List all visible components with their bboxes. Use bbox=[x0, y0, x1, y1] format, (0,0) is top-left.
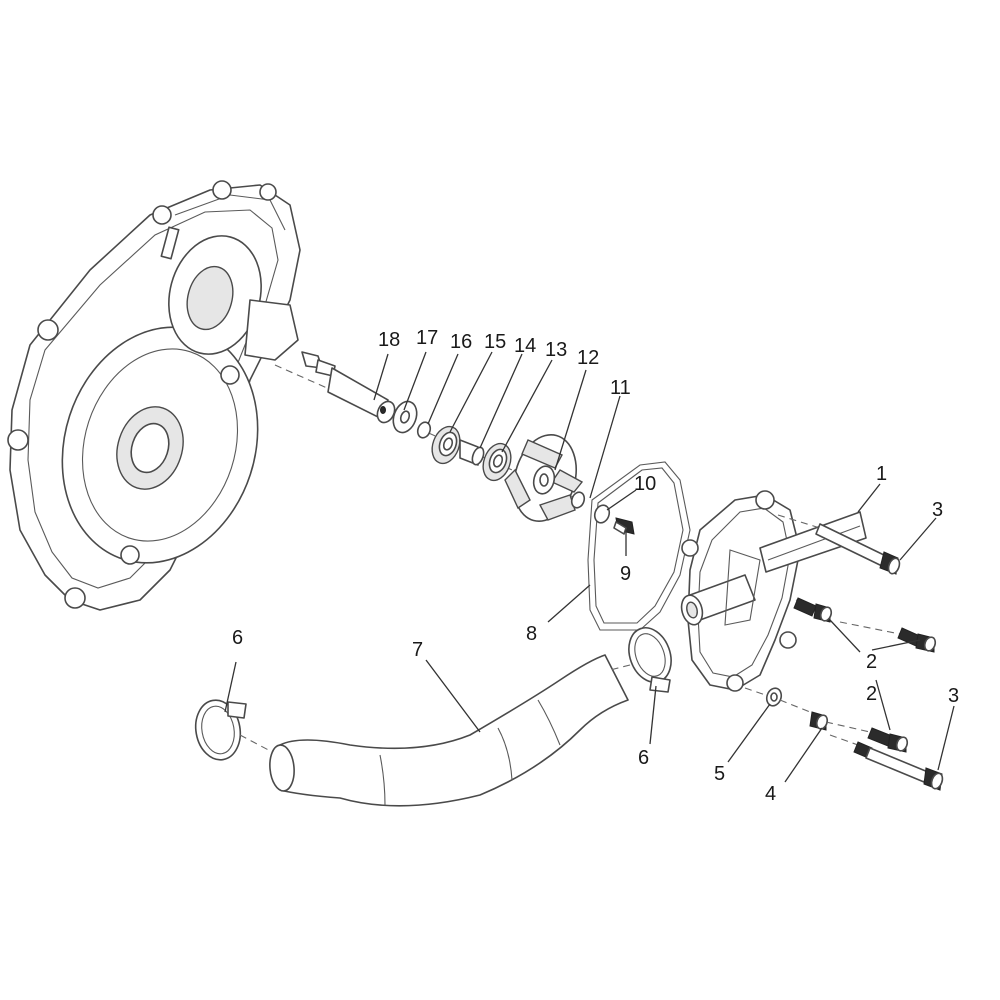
callout-4: 4 bbox=[765, 783, 776, 805]
bearing-inner bbox=[482, 442, 512, 482]
short-bolt-lower bbox=[825, 721, 909, 753]
pump-shaft bbox=[301, 351, 396, 424]
coolant-hose bbox=[269, 654, 629, 807]
callout-8: 8 bbox=[526, 623, 537, 645]
callout-2-lower: 2 bbox=[866, 683, 877, 705]
pump-cover bbox=[680, 490, 867, 692]
spacer-sleeve bbox=[459, 439, 485, 466]
hose-clamp-right bbox=[609, 627, 672, 693]
callout-11: 11 bbox=[610, 377, 631, 399]
cover-bolt-lower bbox=[779, 699, 829, 731]
callout-9: 9 bbox=[620, 563, 631, 585]
short-bolt-right bbox=[839, 621, 937, 653]
callout-13: 13 bbox=[545, 339, 567, 361]
bearing-outer bbox=[431, 425, 461, 465]
pump-gasket bbox=[587, 461, 691, 631]
callout-1: 1 bbox=[876, 463, 887, 485]
callout-7: 7 bbox=[412, 639, 423, 661]
hose-clamp-left bbox=[194, 699, 279, 761]
drain-washer bbox=[593, 504, 611, 524]
callout-14: 14 bbox=[514, 335, 536, 357]
circlip bbox=[416, 421, 432, 439]
long-bolt-upper bbox=[777, 514, 901, 575]
callout-6-right: 6 bbox=[638, 747, 649, 769]
callouts: 18 17 16 15 14 13 12 11 10 9 8 1 3 2 2 3… bbox=[232, 327, 959, 805]
callout-3-lower: 3 bbox=[948, 685, 959, 707]
callout-3-upper: 3 bbox=[932, 499, 943, 521]
callout-10: 10 bbox=[634, 473, 656, 495]
cover-washer bbox=[744, 687, 783, 707]
washer bbox=[392, 400, 418, 434]
callout-12: 12 bbox=[577, 347, 599, 369]
engine-cover bbox=[7, 180, 301, 611]
leader-lines bbox=[224, 351, 955, 783]
impeller-washer bbox=[570, 491, 586, 509]
short-bolt-upper bbox=[793, 597, 833, 623]
callout-2-upper: 2 bbox=[866, 651, 877, 673]
callout-15: 15 bbox=[484, 331, 506, 353]
callout-6-left: 6 bbox=[232, 627, 243, 649]
callout-18: 18 bbox=[378, 329, 400, 351]
long-bolt-lower bbox=[829, 734, 944, 791]
callout-17: 17 bbox=[416, 327, 438, 349]
callout-16: 16 bbox=[450, 331, 472, 353]
impeller bbox=[504, 433, 584, 523]
callout-5: 5 bbox=[714, 763, 725, 785]
drain-bolt bbox=[613, 517, 635, 535]
